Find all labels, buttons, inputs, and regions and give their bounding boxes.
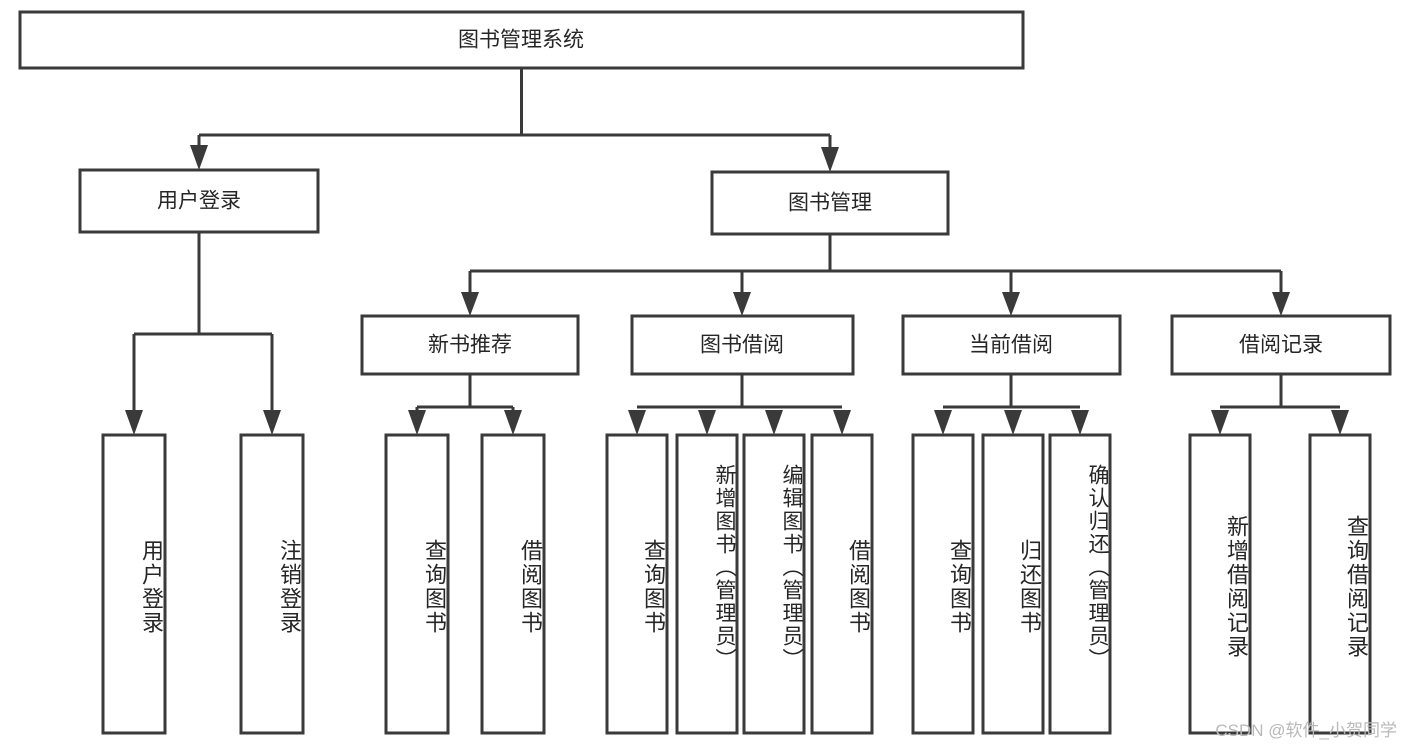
arrowhead-leaf-add-record: [1211, 410, 1229, 435]
node-new-book-recommend-label: 新书推荐: [428, 334, 512, 357]
node-leaf-query-book-rec-box[interactable]: [384, 433, 450, 735]
arrowhead-leaf-query-book-br: [628, 410, 646, 435]
node-leaf-borrow-book-br-label: 借阅图书: [846, 538, 871, 635]
arrowhead-current-borrow: [1002, 292, 1020, 316]
node-root[interactable]: 图书管理系统: [18, 10, 1025, 70]
arrowhead-leaf-confirm-return: [1071, 410, 1089, 435]
node-user-login-box[interactable]: [78, 168, 320, 234]
node-leaf-add-record-label: 新增借阅记录: [1224, 514, 1249, 659]
node-leaf-query-book-cb-label: 查询图书: [947, 538, 972, 635]
node-leaf-add-record-box[interactable]: [1188, 433, 1252, 735]
node-leaf-query-book-br-box[interactable]: [605, 433, 669, 735]
watermark: CSDN @软件_小贺同学: [1215, 721, 1397, 740]
node-leaf-edit-book-label: 编辑图书（管理员）: [780, 463, 803, 671]
connector-layer: [125, 68, 1349, 435]
node-current-borrow-label: 当前借阅: [969, 334, 1053, 357]
node-leaf-borrow-book-rec-label: 借阅图书: [518, 538, 543, 635]
arrowhead-leaf-edit-book: [765, 410, 783, 435]
leaf-box-layer: [101, 433, 1372, 735]
node-book-manage-box[interactable]: [710, 170, 950, 236]
node-user-login[interactable]: 用户登录: [78, 168, 320, 234]
node-leaf-user-login-label: 用户登录: [139, 538, 164, 635]
node-book-manage[interactable]: 图书管理: [710, 170, 950, 236]
node-leaf-confirm-return-box[interactable]: [1048, 433, 1112, 735]
node-new-book-recommend-box[interactable]: [360, 314, 580, 376]
node-book-manage-label: 图书管理: [788, 192, 872, 215]
node-leaf-edit-book-box[interactable]: [742, 433, 806, 735]
node-new-book-recommend[interactable]: 新书推荐: [360, 314, 580, 376]
arrowhead-borrow-record: [1272, 292, 1290, 316]
node-root-label: 图书管理系统: [458, 29, 584, 52]
node-leaf-query-record-box[interactable]: [1308, 433, 1372, 735]
arrowhead-user-login: [190, 145, 208, 170]
node-borrow-record[interactable]: 借阅记录: [1170, 314, 1392, 376]
node-leaf-confirm-return-label: 确认归还（管理员）: [1086, 463, 1109, 671]
node-book-borrow-box[interactable]: [630, 314, 855, 376]
arrowhead-leaf-user-login: [125, 410, 143, 435]
node-leaf-query-record-label: 查询借阅记录: [1344, 514, 1369, 659]
node-current-borrow[interactable]: 当前借阅: [901, 314, 1122, 376]
node-book-borrow-label: 图书借阅: [700, 334, 784, 357]
node-user-login-label: 用户登录: [157, 190, 241, 213]
node-leaf-return-book-label: 归还图书: [1017, 538, 1042, 635]
arrowhead-leaf-logout: [263, 410, 281, 435]
arrowhead-leaf-query-book-rec: [408, 410, 426, 435]
arrowhead-leaf-borrow-book-br: [833, 410, 851, 435]
node-leaf-add-book-box[interactable]: [675, 433, 739, 735]
node-root-box[interactable]: [18, 10, 1025, 70]
arrowhead-leaf-query-record: [1331, 410, 1349, 435]
node-leaf-logout-box[interactable]: [239, 433, 305, 735]
arrowhead-book-manage: [821, 147, 839, 172]
node-borrow-record-label: 借阅记录: [1239, 334, 1323, 357]
node-leaf-user-login-box[interactable]: [101, 433, 167, 735]
node-leaf-borrow-book-rec-box[interactable]: [480, 433, 546, 735]
node-leaf-query-book-br-label: 查询图书: [641, 538, 666, 635]
node-borrow-record-box[interactable]: [1170, 314, 1392, 376]
node-leaf-query-book-cb-box[interactable]: [911, 433, 975, 735]
node-leaf-add-book-label: 新增图书（管理员）: [713, 463, 736, 671]
arrowhead-leaf-add-book: [698, 410, 716, 435]
node-current-borrow-box[interactable]: [901, 314, 1122, 376]
arrowhead-new-book-recommend: [461, 292, 479, 316]
arrowhead-leaf-query-book-cb: [934, 410, 952, 435]
node-book-borrow[interactable]: 图书借阅: [630, 314, 855, 376]
node-leaf-borrow-book-br-box[interactable]: [810, 433, 874, 735]
node-leaf-query-book-rec-label: 查询图书: [422, 538, 447, 635]
arrowhead-leaf-borrow-book-rec: [504, 410, 522, 435]
arrowhead-leaf-return-book: [1004, 410, 1022, 435]
arrowhead-book-borrow: [733, 292, 751, 316]
node-leaf-logout-label: 注销登录: [277, 538, 302, 635]
node-leaf-return-book-box[interactable]: [981, 433, 1045, 735]
